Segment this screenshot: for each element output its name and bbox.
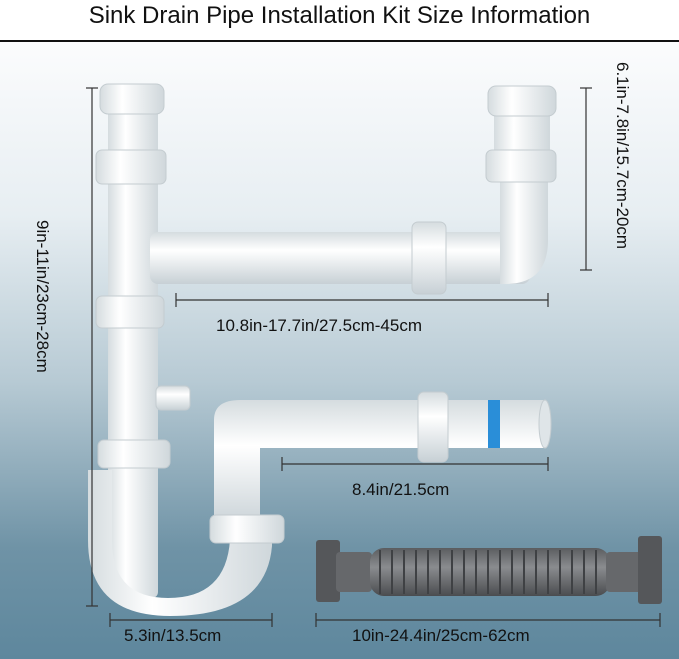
product-photo: 10.8in-17.7in/27.5cm-45cm 8.4in/21.5cm 5… <box>0 42 679 659</box>
right-vertical-dimension-label: 6.1in-7.8in/15.7cm-20cm <box>613 62 632 250</box>
upper-horizontal-pipe <box>150 85 557 295</box>
left-vertical-pipe <box>95 83 191 598</box>
left-vertical-dimension-label: 9in-11in/23cm-28cm <box>33 220 52 373</box>
header-bar: Sink Drain Pipe Installation Kit Size In… <box>0 0 679 42</box>
page-title: Sink Drain Pipe Installation Kit Size In… <box>88 2 591 29</box>
p-trap-pipe <box>88 391 552 616</box>
lower-horizontal-dimension-label: 8.4in/21.5cm <box>352 480 450 499</box>
flexible-hose <box>316 536 662 604</box>
trap-width-dimension-label: 5.3in/13.5cm <box>124 626 222 645</box>
dimension-lines <box>86 87 661 627</box>
flexible-hose-dimension-label: 10in-24.4in/25cm-62cm <box>352 626 530 645</box>
upper-horizontal-dimension-label: 10.8in-17.7in/27.5cm-45cm <box>216 316 423 335</box>
pipe-kit-illustration <box>86 83 662 627</box>
